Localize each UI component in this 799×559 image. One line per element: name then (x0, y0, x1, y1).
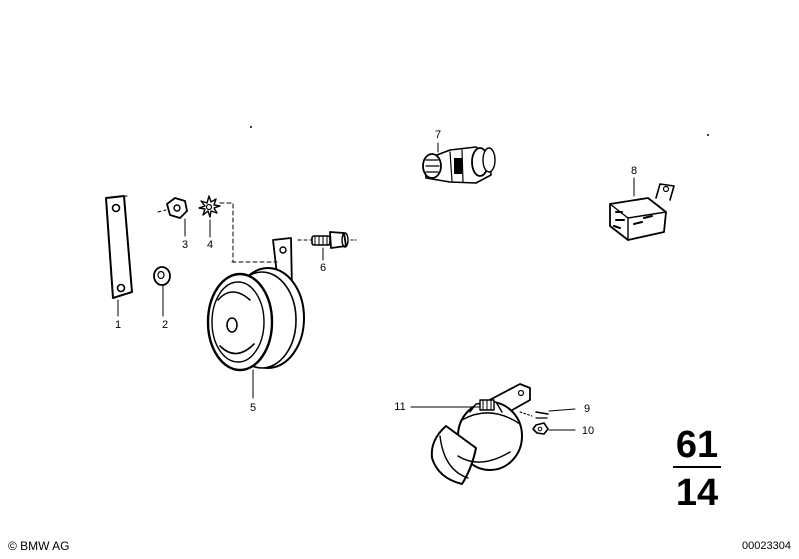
part-1-bracket[interactable] (105, 195, 133, 317)
part-5-horn[interactable] (206, 237, 305, 399)
part-11-compact-horn[interactable] (410, 383, 531, 485)
part-6-screw[interactable] (297, 231, 357, 261)
part-3-hex-nut[interactable] (157, 197, 188, 237)
callout-3[interactable]: 3 (181, 239, 189, 251)
stray-dots (250, 126, 709, 136)
callout-7[interactable]: 7 (434, 129, 442, 141)
callout-9[interactable]: 9 (583, 403, 591, 415)
part-9-washer[interactable] (519, 408, 576, 419)
part-4-lock-washer[interactable] (198, 195, 234, 263)
callout-10[interactable]: 10 (581, 425, 595, 437)
part-10-nut[interactable] (532, 422, 576, 435)
part-7-connector[interactable] (422, 142, 496, 184)
part-2-washer[interactable] (153, 266, 171, 317)
callout-4[interactable]: 4 (206, 239, 214, 251)
copyright-text: © BMW AG (8, 539, 70, 553)
diagram-number: 00023304 (742, 540, 791, 552)
group-sub-number: 14 (675, 472, 719, 514)
callout-1[interactable]: 1 (114, 319, 122, 331)
callout-6[interactable]: 6 (319, 262, 327, 274)
callout-2[interactable]: 2 (161, 319, 169, 331)
callout-5[interactable]: 5 (249, 402, 257, 414)
callout-8[interactable]: 8 (630, 165, 638, 177)
part-8-relay[interactable] (609, 177, 675, 241)
callout-11[interactable]: 11 (394, 401, 406, 413)
group-main-number: 61 (675, 424, 719, 466)
group-divider (673, 466, 721, 468)
